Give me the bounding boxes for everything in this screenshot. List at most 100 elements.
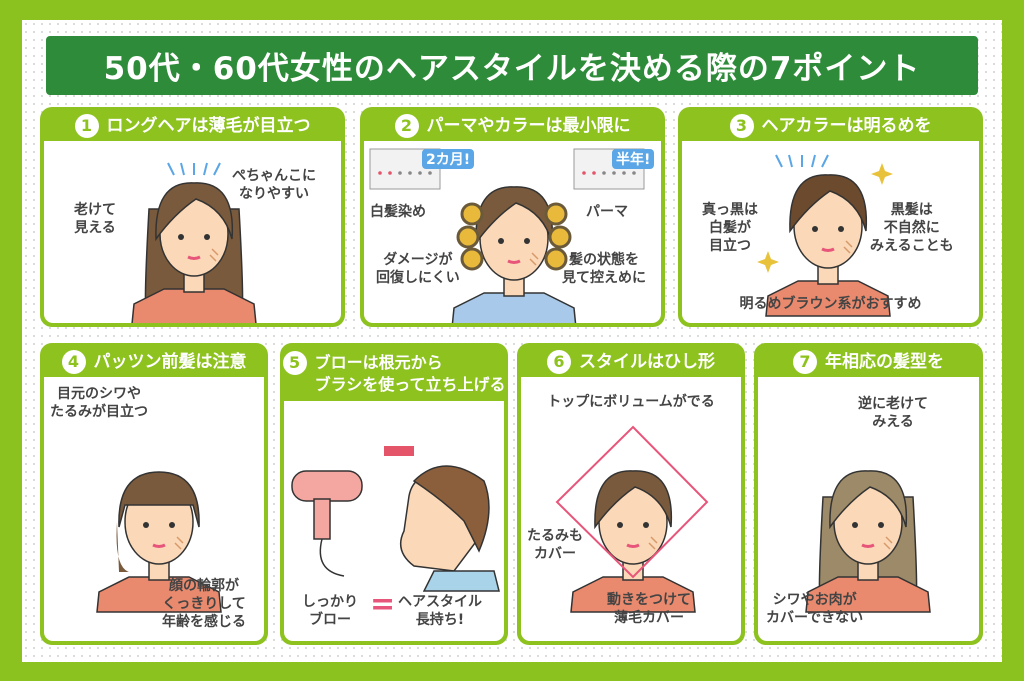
- dryer-cord: [319, 538, 345, 577]
- blow-dry-illustration: [291, 446, 500, 592]
- profile-shirt: [422, 570, 500, 592]
- hair-curler: [544, 202, 568, 226]
- wrinkle-lines: [843, 240, 853, 254]
- sparkle-icon: [757, 251, 779, 273]
- mouth: [821, 247, 835, 252]
- worry-lines: [788, 154, 793, 168]
- hair: [594, 470, 673, 530]
- mouth: [187, 255, 201, 260]
- label-perm: パーマ: [586, 204, 628, 220]
- brown-hair-woman-illustration: [757, 154, 893, 317]
- number-badge: 4: [61, 350, 86, 374]
- left-eye: [178, 234, 184, 240]
- callout-face-outline: 顔の輪郭が くっきりして 年齢を感じる: [162, 578, 246, 631]
- worry-lines: [775, 154, 783, 168]
- left-eye: [498, 238, 504, 244]
- callout-moderate: 髪の状態を 見て控えめに: [562, 252, 646, 287]
- worry-lines: [180, 162, 185, 176]
- worry-lines: [213, 162, 221, 176]
- worry-lines: [203, 162, 208, 176]
- callout-black-grey: 真っ黒は 白髪が 目立つ: [702, 202, 758, 255]
- card-heading: パッツン前髪は注意: [93, 351, 247, 372]
- sparkle-icon: [871, 163, 893, 185]
- diamond-shape-woman-illustration: [555, 425, 709, 613]
- calendar-dot: [398, 171, 402, 175]
- perm-curlers-woman-illustration: [369, 148, 645, 323]
- wrinkle-lines: [529, 252, 539, 266]
- point-card-3: 3 ヘアカラーは明るめを 真っ黒は 白髪が 目立つ 黒髪は 不自然に みえることも…: [678, 107, 983, 327]
- hair: [118, 471, 200, 528]
- point-card-4: 4 パッツン前髪は注意 目元のシワや たるみが目立つ 顔の輪郭が くっきりして 年…: [40, 343, 268, 645]
- callout-top-volume: トップにボリュームがでる: [547, 394, 715, 410]
- right-eye: [838, 226, 844, 232]
- blunt-bangs-woman-illustration: [96, 471, 222, 613]
- label-hair-dye: 白髪染め: [370, 204, 426, 220]
- right-eye: [169, 522, 175, 528]
- number-badge: 7: [793, 350, 817, 374]
- hair: [155, 182, 234, 242]
- mouth: [507, 259, 521, 264]
- label-long-lasting: ヘアスタイル 長持ち!: [398, 594, 482, 629]
- hair-curler: [548, 225, 572, 249]
- shoulders: [451, 292, 577, 323]
- equals-sign: =: [370, 587, 396, 622]
- card-heading: ロングヘアは薄毛が目立つ: [106, 115, 311, 136]
- calendar-dot: [388, 171, 392, 175]
- label-blow-dry: しっかり ブロー: [302, 594, 358, 629]
- shoulders: [570, 576, 696, 613]
- calendar-dot: [602, 171, 606, 175]
- round-brush-icon: [384, 446, 414, 456]
- left-eye: [812, 226, 818, 232]
- page-title: 50代・60代女性のヘアスタイルを決める際の7ポイント: [46, 36, 978, 95]
- number-badge: 6: [547, 350, 571, 374]
- right-eye: [204, 234, 210, 240]
- point-card-5: 5 ブローは根元から ブラシを使って立ち上げる しっかり ブロー = ヘアスタイル…: [280, 343, 508, 645]
- right-eye: [878, 522, 884, 528]
- callout-no-cover: シワやお肉が カバーできない: [766, 592, 864, 627]
- callout-damage: ダメージが 回復しにくい: [376, 252, 460, 287]
- wrinkle-lines: [648, 536, 658, 550]
- calendar-dot: [592, 171, 596, 175]
- number-badge: 1: [74, 114, 99, 138]
- shoulders: [96, 576, 222, 613]
- hair: [789, 174, 868, 234]
- calendar-dot: [378, 171, 382, 175]
- number-badge: 3: [729, 114, 754, 138]
- worry-lines: [821, 154, 829, 168]
- worry-lines: [811, 154, 816, 168]
- callout-black-unnatural: 黒髪は 不自然に みえることも: [870, 202, 954, 255]
- wrinkle-lines: [209, 248, 219, 262]
- hair: [829, 470, 908, 530]
- two-months-badge: 2カ月!: [422, 149, 475, 169]
- callout-eye-wrinkles: 目元のシワや たるみが目立つ: [50, 386, 148, 421]
- calendar-dot: [428, 171, 432, 175]
- mouth: [861, 543, 875, 548]
- calendar-dot: [408, 171, 412, 175]
- shoulders: [131, 288, 257, 323]
- card-heading: ヘアカラーは明るめを: [761, 115, 932, 136]
- left-eye: [852, 522, 858, 528]
- dryer-handle: [313, 498, 331, 540]
- wavy-hair-woman-illustration: [805, 470, 931, 613]
- callout-sag-cover: たるみも カバー: [527, 528, 583, 563]
- right-eye: [524, 238, 530, 244]
- half-year-badge: 半年!: [612, 149, 655, 169]
- number-badge: 5: [282, 351, 307, 375]
- card-heading: 年相応の髪型を: [825, 351, 944, 372]
- hair-dryer-icon: [291, 470, 363, 502]
- calendar-dot: [418, 171, 422, 175]
- hair-curler: [544, 247, 568, 271]
- card-heading: ブローは根元から ブラシを使って立ち上げる: [314, 353, 506, 394]
- card-heading: スタイルはひし形: [579, 351, 715, 372]
- mouth: [626, 543, 640, 548]
- right-eye: [643, 522, 649, 528]
- hair-curler: [456, 225, 480, 249]
- calendar-dot: [622, 171, 626, 175]
- wrinkle-lines: [174, 536, 184, 550]
- callout-flat: ぺちゃんこに なりやすい: [232, 168, 316, 203]
- calendar-dot: [582, 171, 586, 175]
- hair-curler: [460, 202, 484, 226]
- number-badge: 2: [394, 114, 419, 138]
- profile-hair: [412, 465, 490, 553]
